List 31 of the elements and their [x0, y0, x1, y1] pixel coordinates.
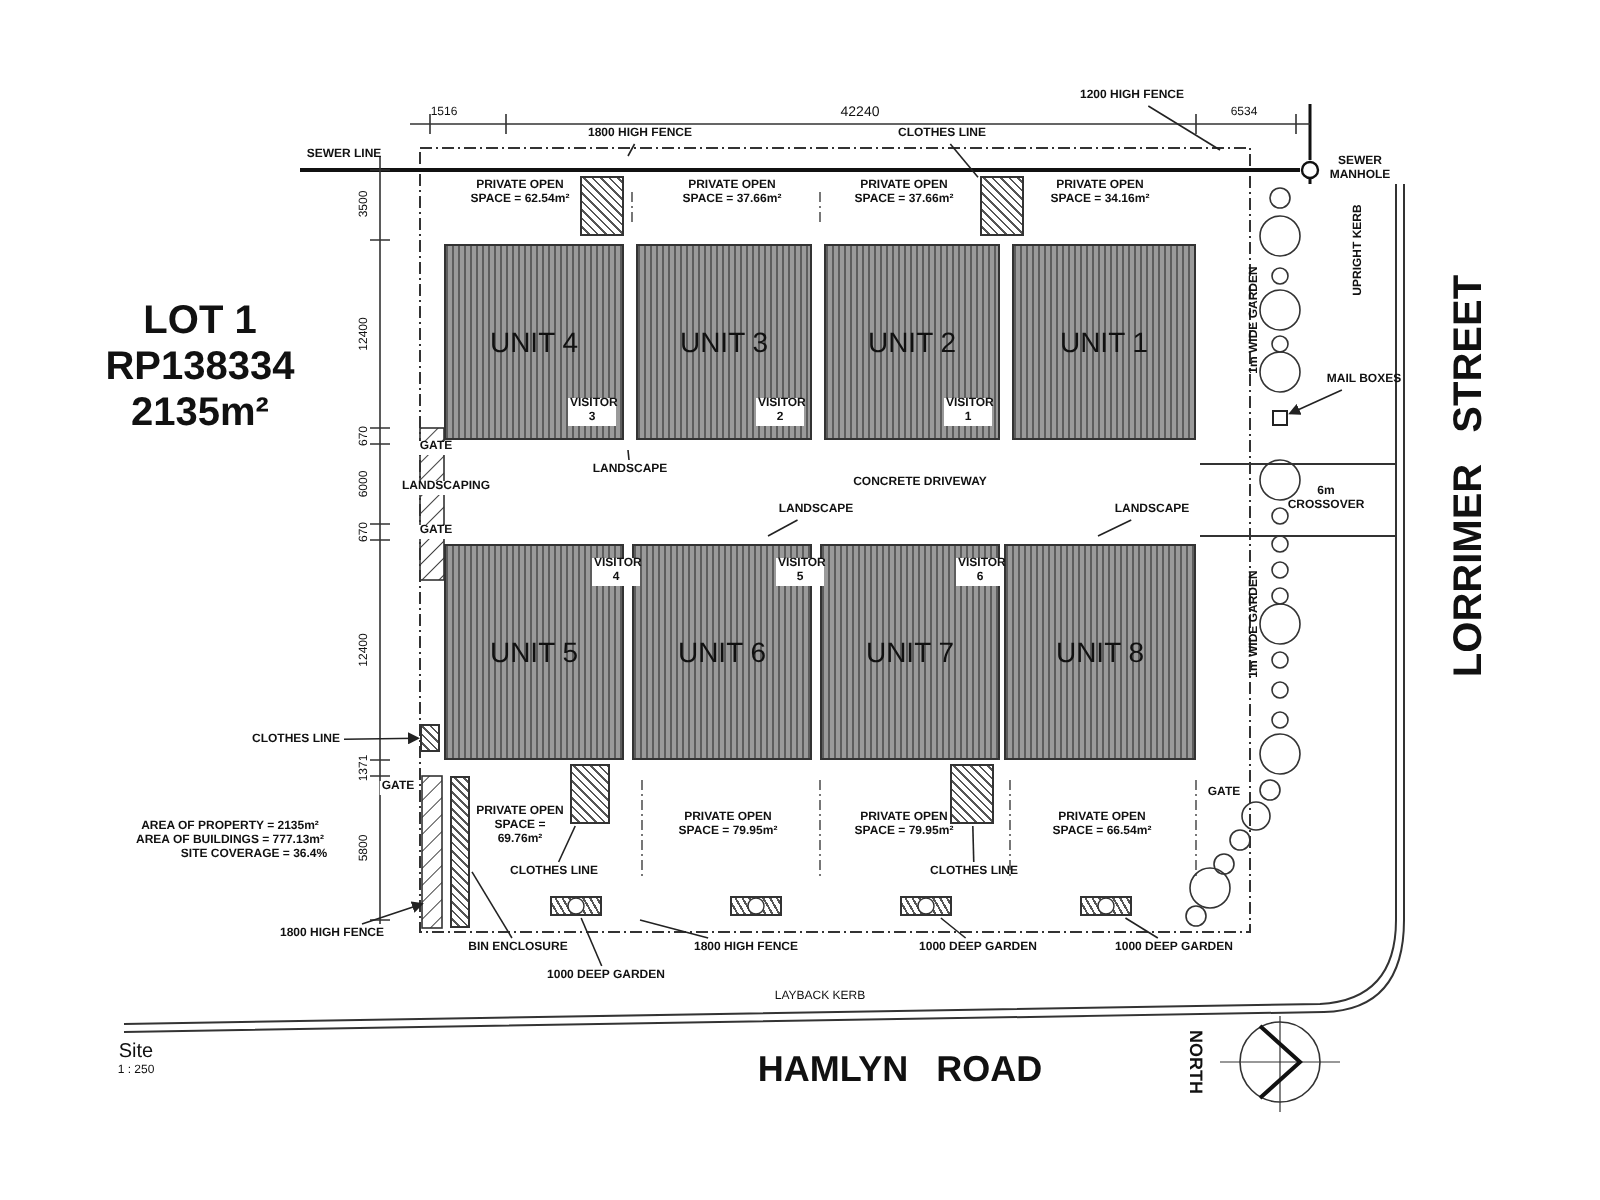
leader-line	[1097, 519, 1133, 537]
leader-line	[471, 871, 513, 939]
north-label: NORTH	[1186, 1030, 1206, 1094]
bin-enclosure	[450, 776, 470, 928]
leader-line	[1147, 105, 1221, 151]
lot-area: 2135m²	[131, 393, 269, 435]
leader-line	[1124, 917, 1159, 939]
unit-building: UNIT 1	[1012, 244, 1196, 440]
leader-line	[627, 143, 636, 157]
street-name: HAMLYN ROAD	[757, 1051, 1043, 1089]
unit-building: UNIT 8	[1004, 544, 1196, 760]
leader-line	[767, 519, 799, 537]
leader-line	[1288, 389, 1343, 415]
leader-line	[627, 449, 630, 461]
leader-line	[639, 919, 709, 939]
drawing-title: Site	[118, 1041, 154, 1063]
leader-line	[949, 143, 979, 178]
leader-line	[343, 732, 420, 745]
leader-line	[972, 825, 975, 863]
lot-title: LOT 1	[143, 301, 257, 343]
mail-box-symbol	[1272, 410, 1288, 426]
leader-line	[361, 901, 424, 925]
leader-line	[557, 825, 577, 863]
lot-number: RP138334	[105, 347, 295, 389]
street-name: LORRIMER STREET	[1449, 274, 1491, 678]
leader-line	[940, 917, 967, 939]
garden-bed	[1080, 896, 1132, 916]
garden-bed	[730, 896, 782, 916]
garden-bed	[550, 896, 602, 916]
leader-line	[580, 917, 603, 967]
garden-bed	[900, 896, 952, 916]
